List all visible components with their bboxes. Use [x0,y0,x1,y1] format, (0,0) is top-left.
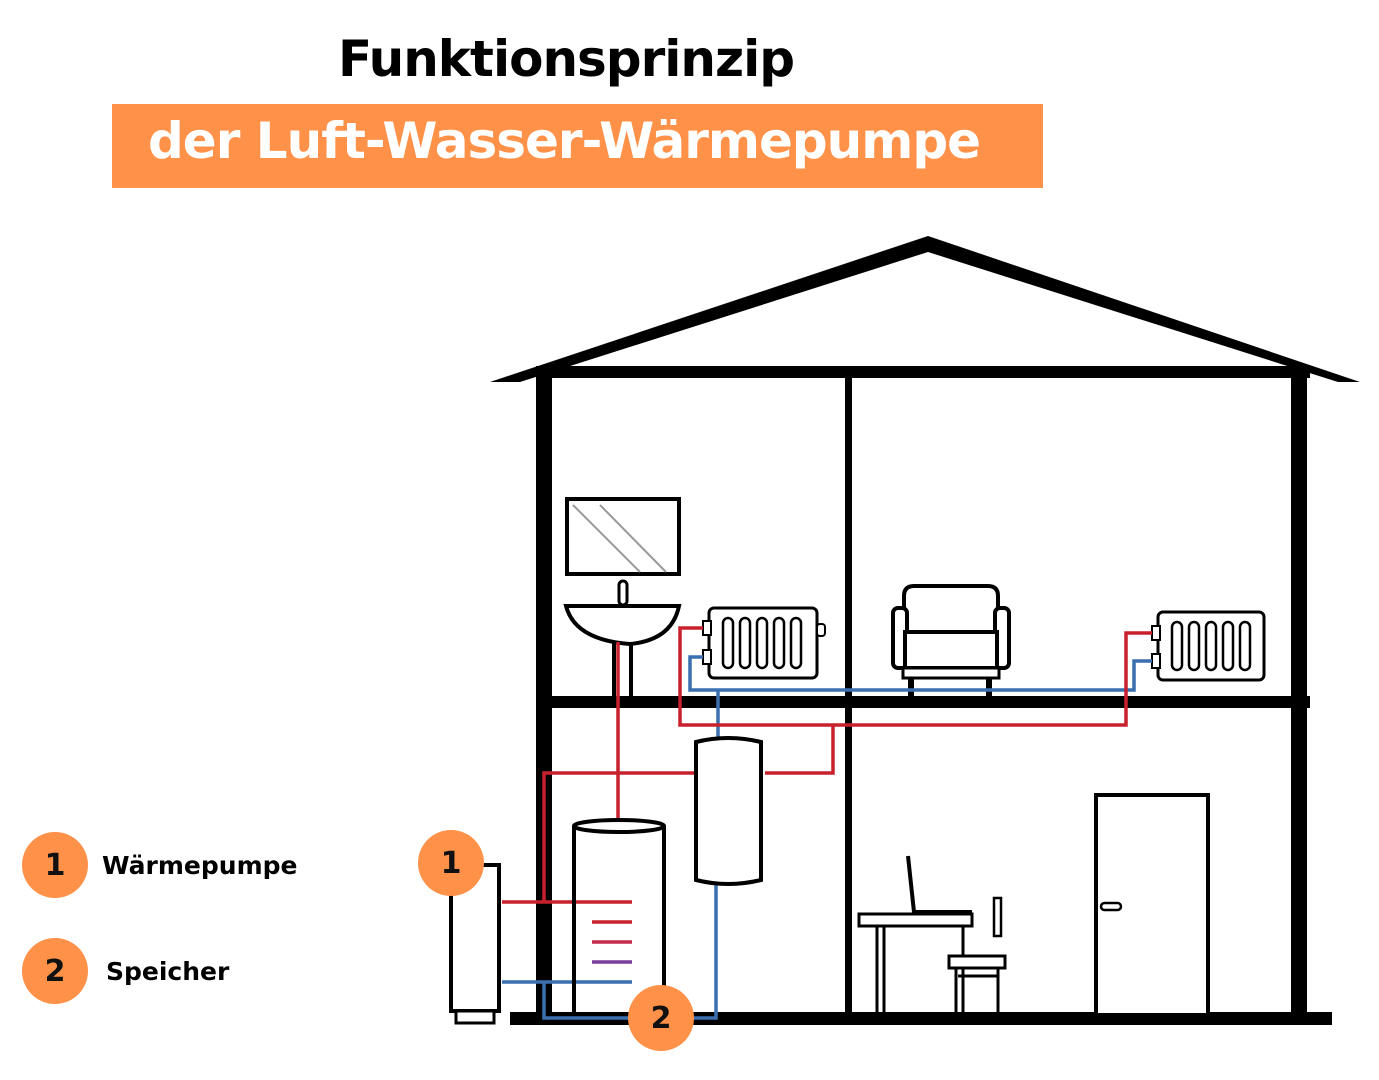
cold-pipes [502,655,1152,1020]
floor-divider [540,696,1310,708]
radiator-icon [1151,610,1266,682]
legend-item-storage: 2 Speicher [22,938,229,1004]
marker-storage: 2 [628,985,694,1051]
door-icon [1094,793,1210,1017]
legend-badge: 2 [22,938,88,1004]
laptop-icon [906,855,972,914]
radiator-icon [702,606,826,680]
hot-pipes [502,626,1152,924]
legend-badge: 1 [22,832,88,898]
roof [490,236,1360,382]
storage-tank-icon [572,818,666,1014]
buffer-tank-icon [694,736,763,886]
diagram-subtitle: der Luft-Wasser-Wärmepumpe [148,112,981,170]
subtitle-banner: der Luft-Wasser-Wärmepumpe [112,104,1043,188]
legend-label: Speicher [106,956,230,986]
chair-icon [947,896,1007,1013]
diagram-title: Funktionsprinzip [337,30,795,88]
marker-heat-pump: 1 [418,830,484,896]
mirror-icon [565,497,681,576]
right-wall [1291,366,1307,1022]
left-wall [536,366,552,1022]
legend-label: Wärmepumpe [102,850,298,880]
armchair-icon [891,584,1011,696]
coil-pipes [592,940,632,964]
sink-icon [563,579,682,697]
legend-item-heat-pump: 1 Wärmepumpe [22,832,297,898]
